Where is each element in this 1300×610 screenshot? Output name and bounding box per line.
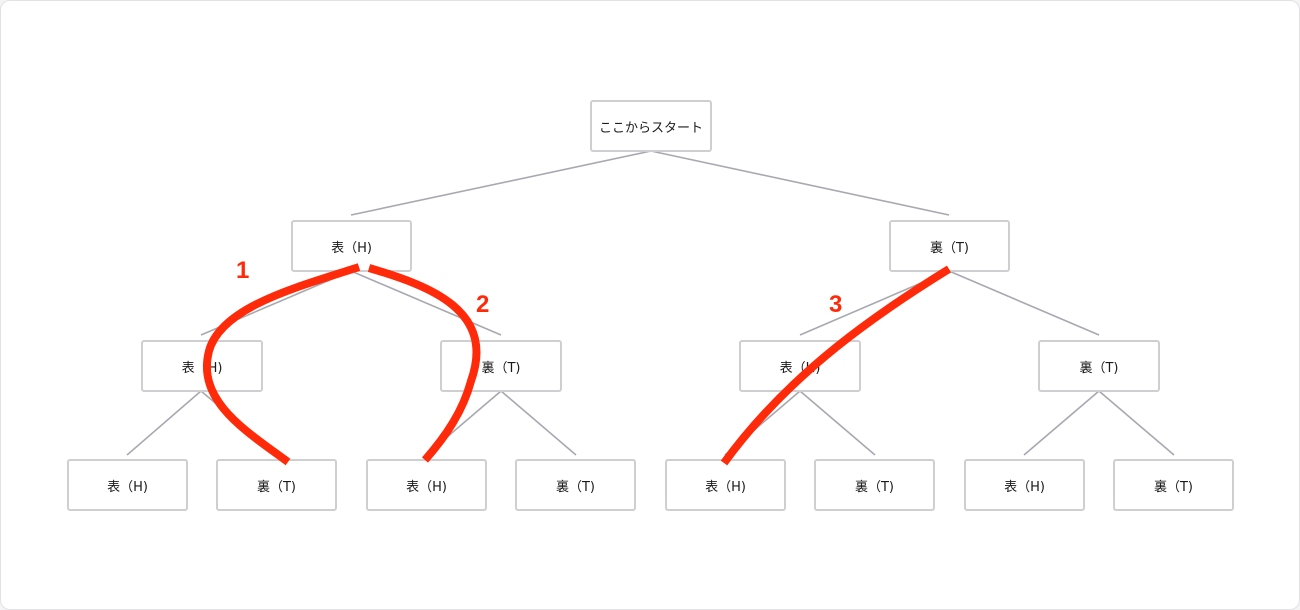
node-l3-tails-4: 裏（T) [1113,459,1234,511]
edge-root-l1a [350,150,652,216]
path-label-3: 3 [829,291,843,318]
highlight-path-2 [367,264,481,463]
edge-l2b-l3d [500,390,577,456]
highlight-path-3 [720,265,952,466]
node-l3-tails-2: 裏（T) [515,459,636,511]
edge-l1b-l2d [948,270,1100,336]
edge-l1a-l2b [350,270,502,336]
edge-l2d-l3h [1098,390,1175,456]
highlight-path-1 [203,263,361,466]
path-label-2: 2 [476,291,490,318]
edge-l2c-l3f [799,390,876,456]
path-label-1: 1 [236,257,250,284]
node-l3-heads-3: 表（H) [665,459,786,511]
node-root: ここからスタート [590,100,712,152]
node-l3-heads-1: 表（H) [67,459,188,511]
edge-l2a-l3a [126,390,202,456]
node-l3-tails-3: 裏（T) [814,459,935,511]
node-l2-tails-2: 裏（T) [1038,340,1160,392]
node-l3-heads-4: 表（H) [964,459,1085,511]
edge-l2d-l3g [1023,390,1100,456]
node-l1-tails: 裏（T) [889,220,1010,272]
node-l1-heads: 表（H) [291,220,412,272]
node-l2-tails-1: 裏（T) [440,340,562,392]
node-l2-heads-1: 表（H) [141,340,263,392]
edge-root-l1b [650,150,950,216]
node-l3-tails-1: 裏（T) [216,459,337,511]
